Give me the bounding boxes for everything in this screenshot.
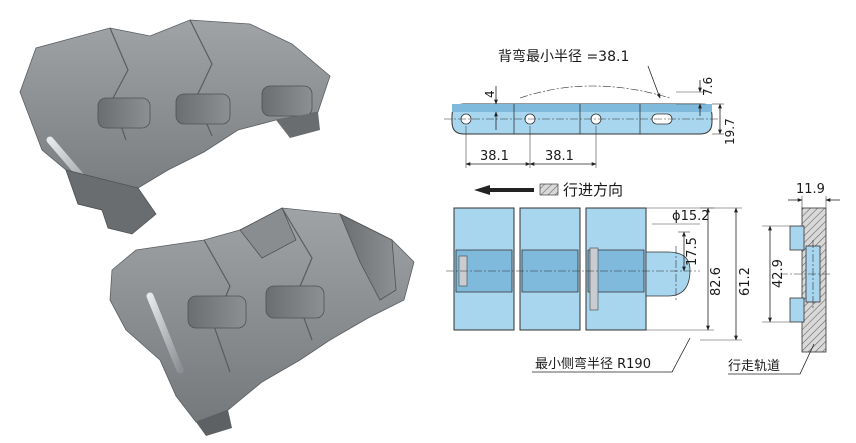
min-side-bend-label: 最小侧弯半径 R190 xyxy=(535,356,651,372)
dim-82-6-label: 82.6 xyxy=(709,267,724,296)
diameter-label: ϕ15.2 xyxy=(672,209,710,224)
dim-4-label: 4 xyxy=(483,90,497,98)
track-label: 行走轨道 xyxy=(728,359,780,374)
dim-11-9-label: 11.9 xyxy=(796,182,825,197)
dim-17-5-label: 17.5 xyxy=(685,237,700,266)
chain-photo-lower xyxy=(109,207,415,436)
direction-label: 行进方向 xyxy=(563,181,623,199)
chain-photo-upper xyxy=(19,19,331,235)
min-back-bend-label: 背弯最小半径 =38.1 xyxy=(498,48,629,65)
dim-19-7-label: 19.7 xyxy=(723,118,737,145)
travel-direction: 行进方向 xyxy=(474,181,623,199)
dim-7-6-label: 7.6 xyxy=(701,77,715,96)
dim-61-2-label: 61.2 xyxy=(738,267,753,296)
hatch-icon xyxy=(539,183,559,196)
track-section-drawing: 11.9 42.9 行走轨道 xyxy=(728,182,840,375)
plan-view-drawing: ϕ15.2 17.5 82.6 61.2 最小侧弯半径 R190 xyxy=(446,207,753,373)
side-view-drawing: 背弯最小半径 =38.1 4 7.6 19.7 xyxy=(444,48,737,168)
pitch-1-label: 38.1 xyxy=(480,149,509,164)
arrow-left-icon xyxy=(474,185,534,195)
dim-42-9-label: 42.9 xyxy=(771,259,786,288)
pitch-2-label: 38.1 xyxy=(545,149,574,164)
